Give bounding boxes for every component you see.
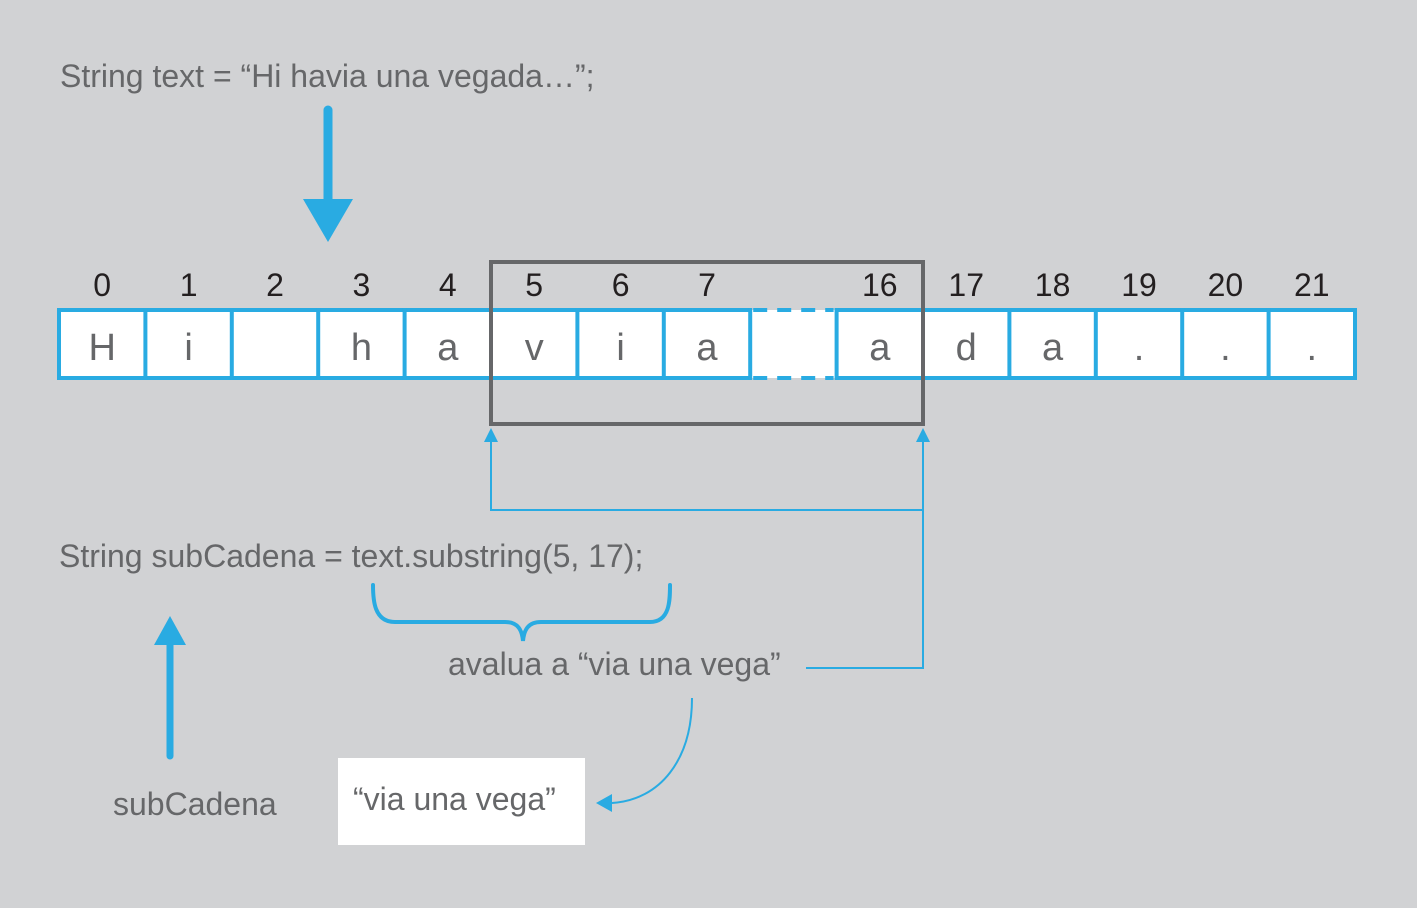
char-cell: 16 a xyxy=(834,267,923,380)
char-cell: 2 xyxy=(229,267,319,380)
result-curve-arrow xyxy=(611,697,693,804)
cell-char: . xyxy=(1220,327,1231,369)
result-box xyxy=(338,758,585,845)
cell-background xyxy=(1182,310,1269,378)
cell-background xyxy=(231,310,319,378)
char-cell: 0H xyxy=(57,267,146,380)
cell-index: 21 xyxy=(1294,267,1330,303)
cell-index: 5 xyxy=(525,267,543,303)
cell-background xyxy=(577,310,664,378)
cell-background xyxy=(145,310,232,378)
char-cell: 5v xyxy=(489,267,578,380)
variable-label: subCadena xyxy=(113,786,277,822)
cell-char: a xyxy=(1042,327,1064,369)
cell-background xyxy=(1009,310,1096,378)
string-declaration: String text = “Hi havia una vegada…”; xyxy=(60,58,595,94)
end-arrow-icon xyxy=(916,428,930,442)
cell-background xyxy=(750,310,837,378)
char-cell: 18 a xyxy=(1007,267,1096,380)
cell-char: d xyxy=(956,327,977,369)
char-cell: 20. xyxy=(1180,267,1269,380)
cell-char: H xyxy=(88,327,115,369)
ellipsis-cell xyxy=(748,308,837,380)
char-cell: 4a xyxy=(402,267,491,380)
cell-index: 0 xyxy=(93,267,111,303)
cell-index: 17 xyxy=(948,267,984,303)
result-value: “via una vega” xyxy=(353,781,556,817)
down-arrow-icon xyxy=(303,105,353,242)
cell-index: 6 xyxy=(612,267,630,303)
cell-background xyxy=(59,310,146,378)
cell-index: 16 xyxy=(862,267,898,303)
cell-index: 1 xyxy=(180,267,198,303)
char-cell: 3h xyxy=(316,267,405,380)
substring-range-box xyxy=(489,260,925,426)
cell-index: 3 xyxy=(353,267,371,303)
cell-background xyxy=(1268,310,1355,378)
cell-char: i xyxy=(184,327,192,369)
cell-background xyxy=(663,310,751,378)
cell-background xyxy=(836,310,923,378)
char-cell: 1i xyxy=(143,267,232,380)
cell-char: a xyxy=(869,327,891,369)
cell-char: h xyxy=(351,327,372,369)
cell-index: 4 xyxy=(439,267,457,303)
cell-background xyxy=(1095,310,1183,378)
cell-index: 7 xyxy=(698,267,716,303)
cell-index: 20 xyxy=(1208,267,1244,303)
curly-brace-icon xyxy=(371,583,672,642)
char-cell: 7a xyxy=(661,267,751,380)
range-connector xyxy=(490,440,924,669)
cell-background xyxy=(404,310,491,378)
evaluation-note: avalua a “via una vega” xyxy=(448,646,781,682)
cell-index: 18 xyxy=(1035,267,1071,303)
cell-background xyxy=(491,310,578,378)
cell-char: v xyxy=(525,327,544,369)
cell-background xyxy=(318,310,405,378)
result-arrowhead-icon xyxy=(596,794,612,812)
cell-char: a xyxy=(696,327,718,369)
char-cell: 21. xyxy=(1266,267,1357,380)
cell-char: . xyxy=(1307,327,1318,369)
cell-char: i xyxy=(616,327,624,369)
start-arrow-icon xyxy=(484,428,498,442)
cell-index: 19 xyxy=(1121,267,1157,303)
char-cell: 19. xyxy=(1093,267,1183,380)
cell-index: 2 xyxy=(266,267,284,303)
cell-background xyxy=(923,310,1010,378)
cell-char: . xyxy=(1134,327,1145,369)
cell-char: a xyxy=(437,327,459,369)
char-cell: 6i xyxy=(575,267,664,380)
up-arrow-icon xyxy=(154,616,186,760)
substring-statement: String subCadena = text.substring(5, 17)… xyxy=(59,538,643,574)
